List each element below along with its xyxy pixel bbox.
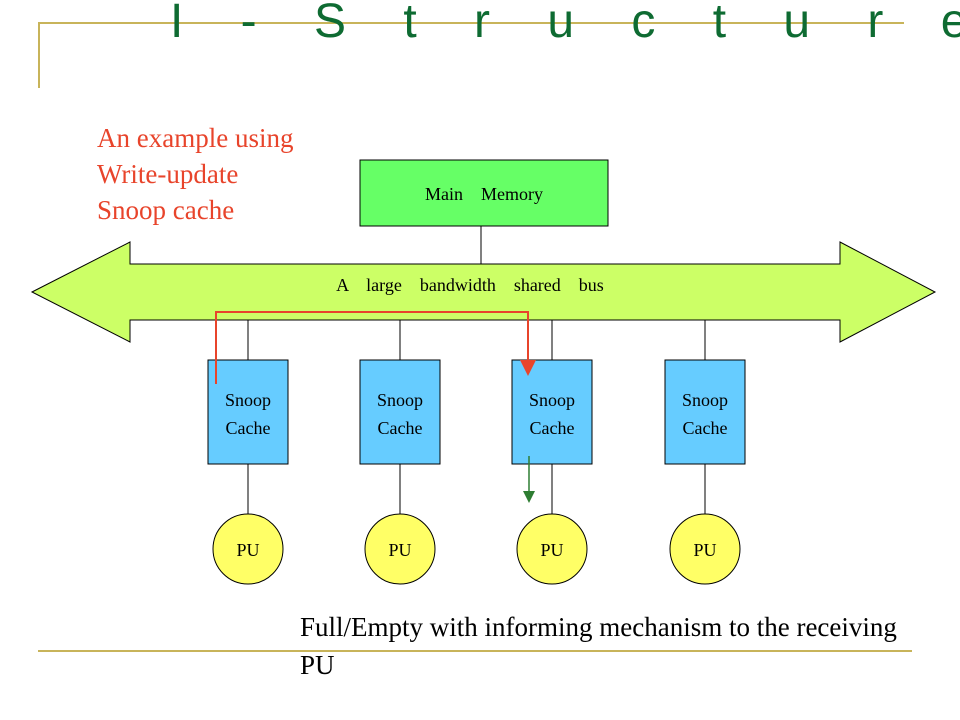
example-note-line: Snoop cache	[97, 195, 235, 225]
pu-label: PU	[388, 540, 411, 560]
pu-label: PU	[540, 540, 563, 560]
snoop-cache-label: Snoop	[377, 390, 423, 410]
snoop-cache-label: Cache	[530, 418, 575, 438]
snoop-cache-label: Snoop	[225, 390, 271, 410]
shared-bus-arrow	[30, 241, 937, 343]
snoop-cache-label: Snoop	[682, 390, 728, 410]
snoop-cache-label: Cache	[378, 418, 423, 438]
pu-circle	[212, 513, 284, 585]
pu-circle	[516, 513, 588, 585]
example-note: An example using Write-update Snoop cach…	[97, 120, 293, 228]
main-memory-box	[359, 159, 609, 227]
snoop-cache-label: Cache	[683, 418, 728, 438]
snoop-cache-label: Cache	[226, 418, 271, 438]
pu-label: PU	[236, 540, 259, 560]
example-note-line: Write-update	[97, 159, 239, 189]
frame-left-line	[38, 22, 40, 88]
write-update-arrow	[215, 311, 536, 384]
snoop-cache-box	[664, 359, 746, 465]
snoop-cache-box	[359, 359, 441, 465]
bus-label: A large bandwidth shared bus	[336, 275, 604, 295]
slide-title: I - S t r u c t u r e	[170, 0, 960, 48]
example-note-line: An example using	[97, 123, 294, 153]
pu-label: PU	[693, 540, 716, 560]
snoop-cache-box	[207, 359, 289, 465]
frame-bottom-line	[38, 650, 912, 652]
pu-circle	[364, 513, 436, 585]
main-memory-label: Main Memory	[425, 184, 543, 204]
snoop-cache-label: Snoop	[529, 390, 575, 410]
pu-circle	[669, 513, 741, 585]
footer-note: Full/Empty with informing mechanism to t…	[300, 612, 897, 680]
frame-top-line	[38, 22, 904, 24]
snoop-cache-box	[511, 359, 593, 465]
